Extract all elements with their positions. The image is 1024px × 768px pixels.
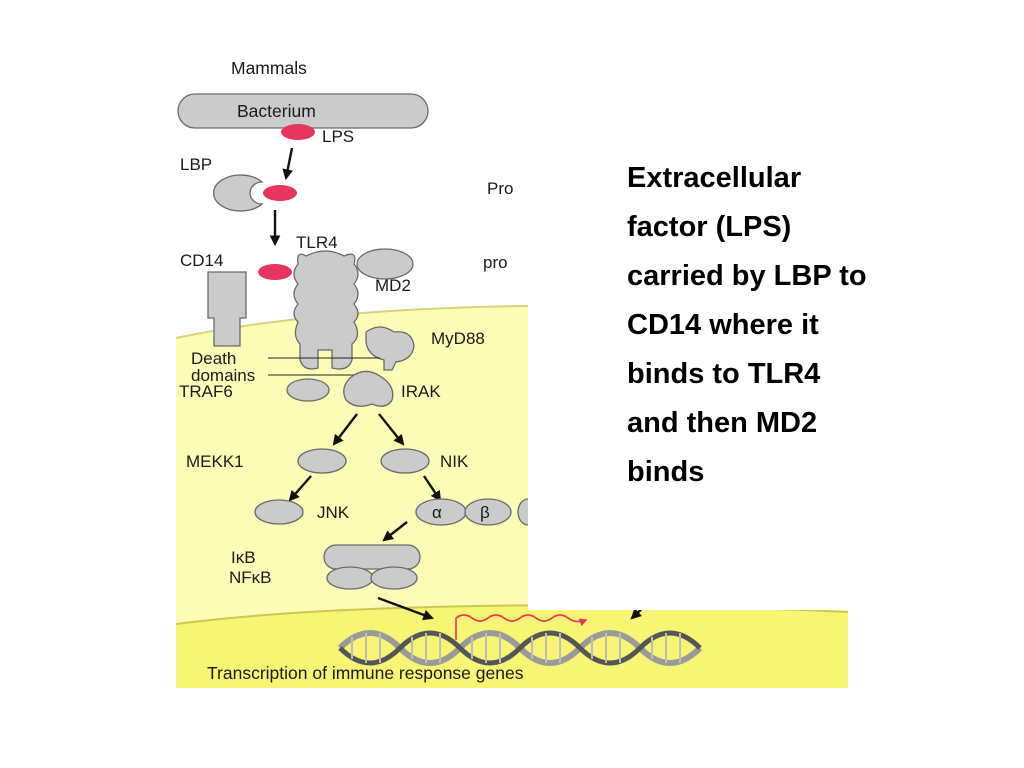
- label-bacterium: Bacterium: [237, 101, 316, 121]
- transcription-arrow: [455, 614, 588, 640]
- label-death: Death: [191, 349, 236, 368]
- label-ikb: IκB: [231, 548, 256, 567]
- arrow-nfkb-to-dna: [377, 596, 435, 621]
- lps-dot-3: [258, 264, 292, 280]
- label-lbp: LBP: [180, 155, 212, 174]
- label-partial-pro1: Pro: [487, 179, 513, 198]
- arrow-to-ikb: [382, 521, 408, 542]
- ikk-beta-shape: [464, 498, 512, 526]
- jnk-shape: [254, 499, 304, 525]
- nfkb-left-shape: [326, 566, 374, 590]
- label-alpha: α: [432, 503, 442, 522]
- label-cd14: CD14: [180, 251, 223, 270]
- dna-helix: [337, 630, 703, 666]
- label-lps: LPS: [322, 127, 354, 146]
- label-nfkb: NFκB: [229, 568, 272, 587]
- label-beta: β: [480, 503, 490, 522]
- label-md2: MD2: [375, 276, 411, 295]
- irak-shape: [343, 370, 394, 407]
- traf6-shape: [286, 378, 330, 402]
- label-partial-pro2: pro: [483, 253, 508, 272]
- lbp-shape: [213, 174, 264, 212]
- header-mammals: Mammals: [231, 58, 307, 78]
- caption-line: binds: [627, 456, 705, 488]
- myd88-shape: [365, 326, 415, 371]
- caption-line: Extracellular: [627, 162, 802, 194]
- label-myd88: MyD88: [431, 329, 485, 348]
- label-nik: NIK: [440, 452, 469, 471]
- arrow-to-mekk1: [332, 413, 358, 446]
- label-tlr4: TLR4: [296, 233, 338, 252]
- caption-line: carried by LBP to: [627, 260, 867, 292]
- nik-shape: [380, 448, 430, 474]
- caption-line: CD14 where it: [627, 309, 819, 341]
- label-jnk: JNK: [317, 503, 350, 522]
- arrow-to-nik: [378, 413, 405, 446]
- cd14-shape: [207, 271, 247, 347]
- caption-line: factor (LPS): [627, 211, 792, 243]
- mekk1-shape: [297, 448, 347, 474]
- label-traf6: TRAF6: [179, 382, 233, 401]
- label-irak: IRAK: [401, 382, 441, 401]
- md2-shape: [356, 248, 414, 280]
- caption-box: Extracellular factor (LPS) carried by LB…: [528, 86, 1024, 610]
- lps-dot-1: [281, 124, 315, 140]
- label-transcription: Transcription of immune response genes: [207, 663, 524, 683]
- lps-dot-2: [263, 185, 297, 201]
- nucleus-region: [176, 605, 848, 688]
- arrow-lps-to-lbp: [282, 147, 294, 181]
- ikb-shape: [323, 544, 421, 570]
- arrow-to-jnk: [288, 475, 312, 502]
- nfkb-right-shape: [370, 566, 418, 590]
- arrow-to-ikk: [423, 475, 442, 502]
- caption-line: and then MD2: [627, 407, 818, 439]
- label-mekk1: MEKK1: [186, 452, 244, 471]
- caption-line: binds to TLR4: [627, 358, 821, 390]
- tlr4-receptor-shape: [293, 250, 359, 370]
- label-domains: domains: [191, 366, 255, 385]
